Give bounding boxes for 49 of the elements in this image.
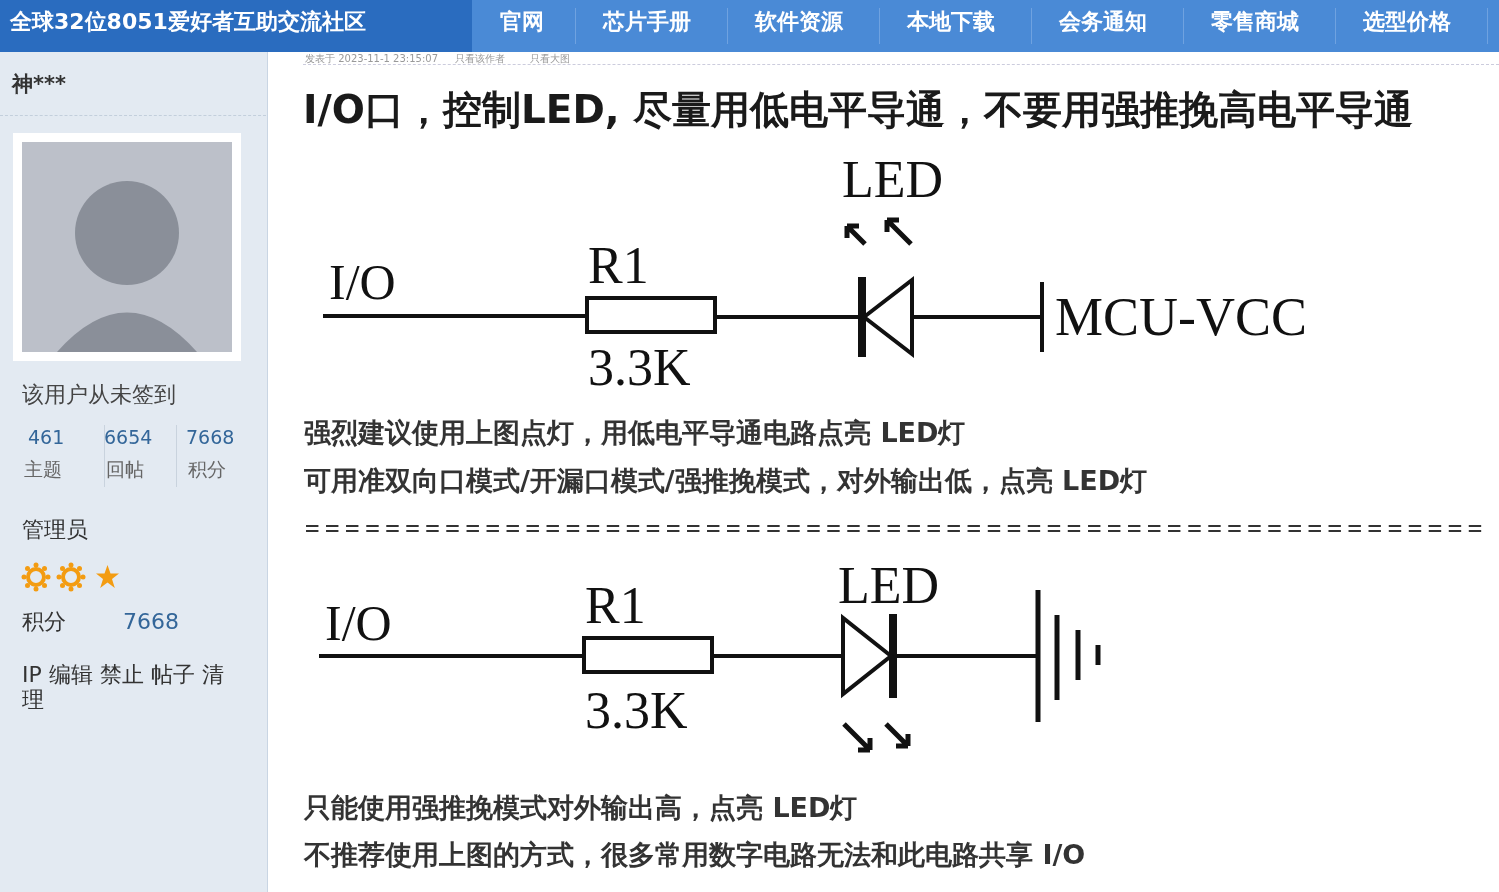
diode-symbol (858, 277, 914, 357)
wire (914, 315, 1040, 319)
stat-number: 461 (28, 427, 65, 449)
sign-in-status: 该用户从未签到 (22, 382, 176, 408)
nav-link: 官网 (500, 9, 544, 35)
nav-link: 本地下载 (907, 9, 995, 35)
user-group: 管理员 (22, 517, 88, 543)
separator-text: =========================================================== (305, 515, 1488, 543)
post-meta: 发表于 2023-11-1 23:15:07 (305, 53, 439, 65)
wire (897, 654, 1036, 658)
stat-label: 积分 (188, 459, 226, 481)
component-label: R1 (585, 576, 646, 636)
io-terminal-label: I/O (319, 597, 404, 656)
nav-link: 选型价格 (1363, 9, 1451, 35)
nav-link: 零售商城 (1211, 9, 1299, 35)
component-label: 3.3K (588, 338, 691, 398)
points-label: 积分 (22, 609, 66, 635)
stat-number: 6654 (104, 427, 153, 449)
nav-link: 芯片手册 (603, 9, 691, 35)
points-value: 7668 (123, 609, 179, 635)
body-text: 不推荐使用上图的方式，很多常用数字电路无法和此电路共享 I/O (304, 839, 1086, 871)
wire (717, 315, 858, 319)
stat-label: 回帖 (106, 459, 144, 481)
component-label: 3.3K (585, 681, 688, 741)
wire (319, 654, 582, 658)
username: 神*** (12, 72, 66, 97)
component-label: R1 (588, 236, 649, 296)
stat-number: 7668 (186, 427, 235, 449)
post-meta-link: 只看大图 (530, 53, 570, 65)
body-text: 强烈建议使用上图点灯，用低电平导通电路点亮 LED灯 (304, 417, 966, 449)
post-title: I/O口，控制LED, 尽量用低电平导通，不要用强推挽高电平导通 (303, 88, 1414, 133)
nav-link: 会务通知 (1059, 9, 1147, 35)
ground-symbol (1036, 588, 1102, 724)
diode-symbol (841, 614, 897, 698)
body-text: 只能使用强推挽模式对外输出高，点亮 LED灯 (304, 792, 858, 824)
io-terminal-label: I/O (323, 256, 408, 316)
resistor-symbol (585, 296, 717, 334)
admin-links: IP 编辑 禁止 帖子 清理 (22, 662, 225, 713)
wire (323, 314, 585, 318)
component-label: LED (838, 556, 940, 616)
site-title: 全球32位8051爱好者互助交流社区 (10, 9, 366, 35)
post-meta-link: 只看该作者 (455, 53, 505, 65)
stat-label: 主题 (24, 459, 62, 481)
body-text: 可用准双向口模式/开漏口模式/强推挽模式，对外输出低，点亮 LED灯 (304, 465, 1148, 497)
component-label: LED (842, 150, 944, 210)
nav-link: 软件资源 (755, 9, 843, 35)
resistor-symbol (582, 636, 714, 674)
supply-terminal: MCU-VCC (1040, 282, 1330, 352)
wire (714, 654, 841, 658)
